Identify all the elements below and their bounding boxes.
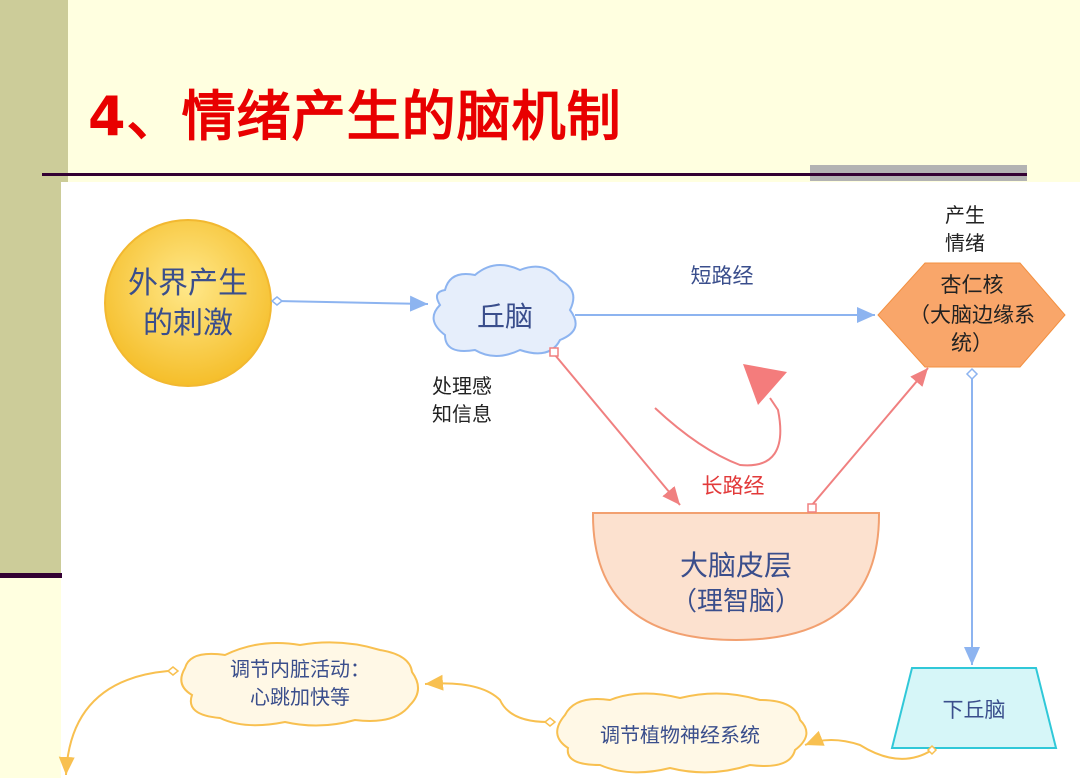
produce-label-line1: 产生	[945, 203, 985, 227]
slide-title: 4、情绪产生的脑机制	[88, 85, 622, 148]
svg-text:外界产生: 外界产生	[128, 266, 248, 301]
svg-text:丘脑: 丘脑	[477, 300, 533, 333]
strip-divider	[0, 573, 62, 578]
arrows	[58, 295, 980, 776]
svg-text:统）: 统）	[951, 331, 993, 355]
autonomic-node: 调节植物神经系统	[556, 692, 808, 774]
long-path-label: 长路经	[702, 474, 765, 498]
svg-text:调节内脏活动：: 调节内脏活动：	[230, 657, 370, 681]
produce-label-line2: 情绪	[945, 231, 985, 255]
svg-text:的刺激: 的刺激	[143, 306, 233, 341]
stimulus-node: 外界产生 的刺激	[104, 219, 272, 387]
svg-text:杏仁核: 杏仁核	[941, 273, 1004, 297]
process-label-line1: 处理感	[432, 374, 492, 398]
visceral-node: 调节内脏活动： 心跳加快等	[180, 641, 419, 727]
left-decor-strip	[0, 0, 68, 575]
cortex-node: 大脑皮层 （理智脑）	[591, 512, 881, 642]
svg-text:调节植物神经系统: 调节植物神经系统	[600, 723, 760, 747]
hypothalamus-node: 下丘脑	[890, 667, 1058, 749]
thalamus-node: 丘脑	[432, 264, 577, 357]
svg-text:下丘脑: 下丘脑	[943, 698, 1006, 722]
svg-text:心跳加快等: 心跳加快等	[250, 685, 350, 709]
short-path-label: 短路经	[691, 264, 754, 288]
svg-text:（大脑边缘系: （大脑边缘系	[909, 303, 1035, 327]
title-divider	[42, 173, 1027, 176]
svg-text:大脑皮层: 大脑皮层	[680, 549, 792, 582]
amygdala-node: 杏仁核 （大脑边缘系 统）	[877, 262, 1066, 368]
process-label-line2: 知信息	[432, 402, 492, 426]
svg-text:（理智脑）: （理智脑）	[671, 587, 801, 617]
